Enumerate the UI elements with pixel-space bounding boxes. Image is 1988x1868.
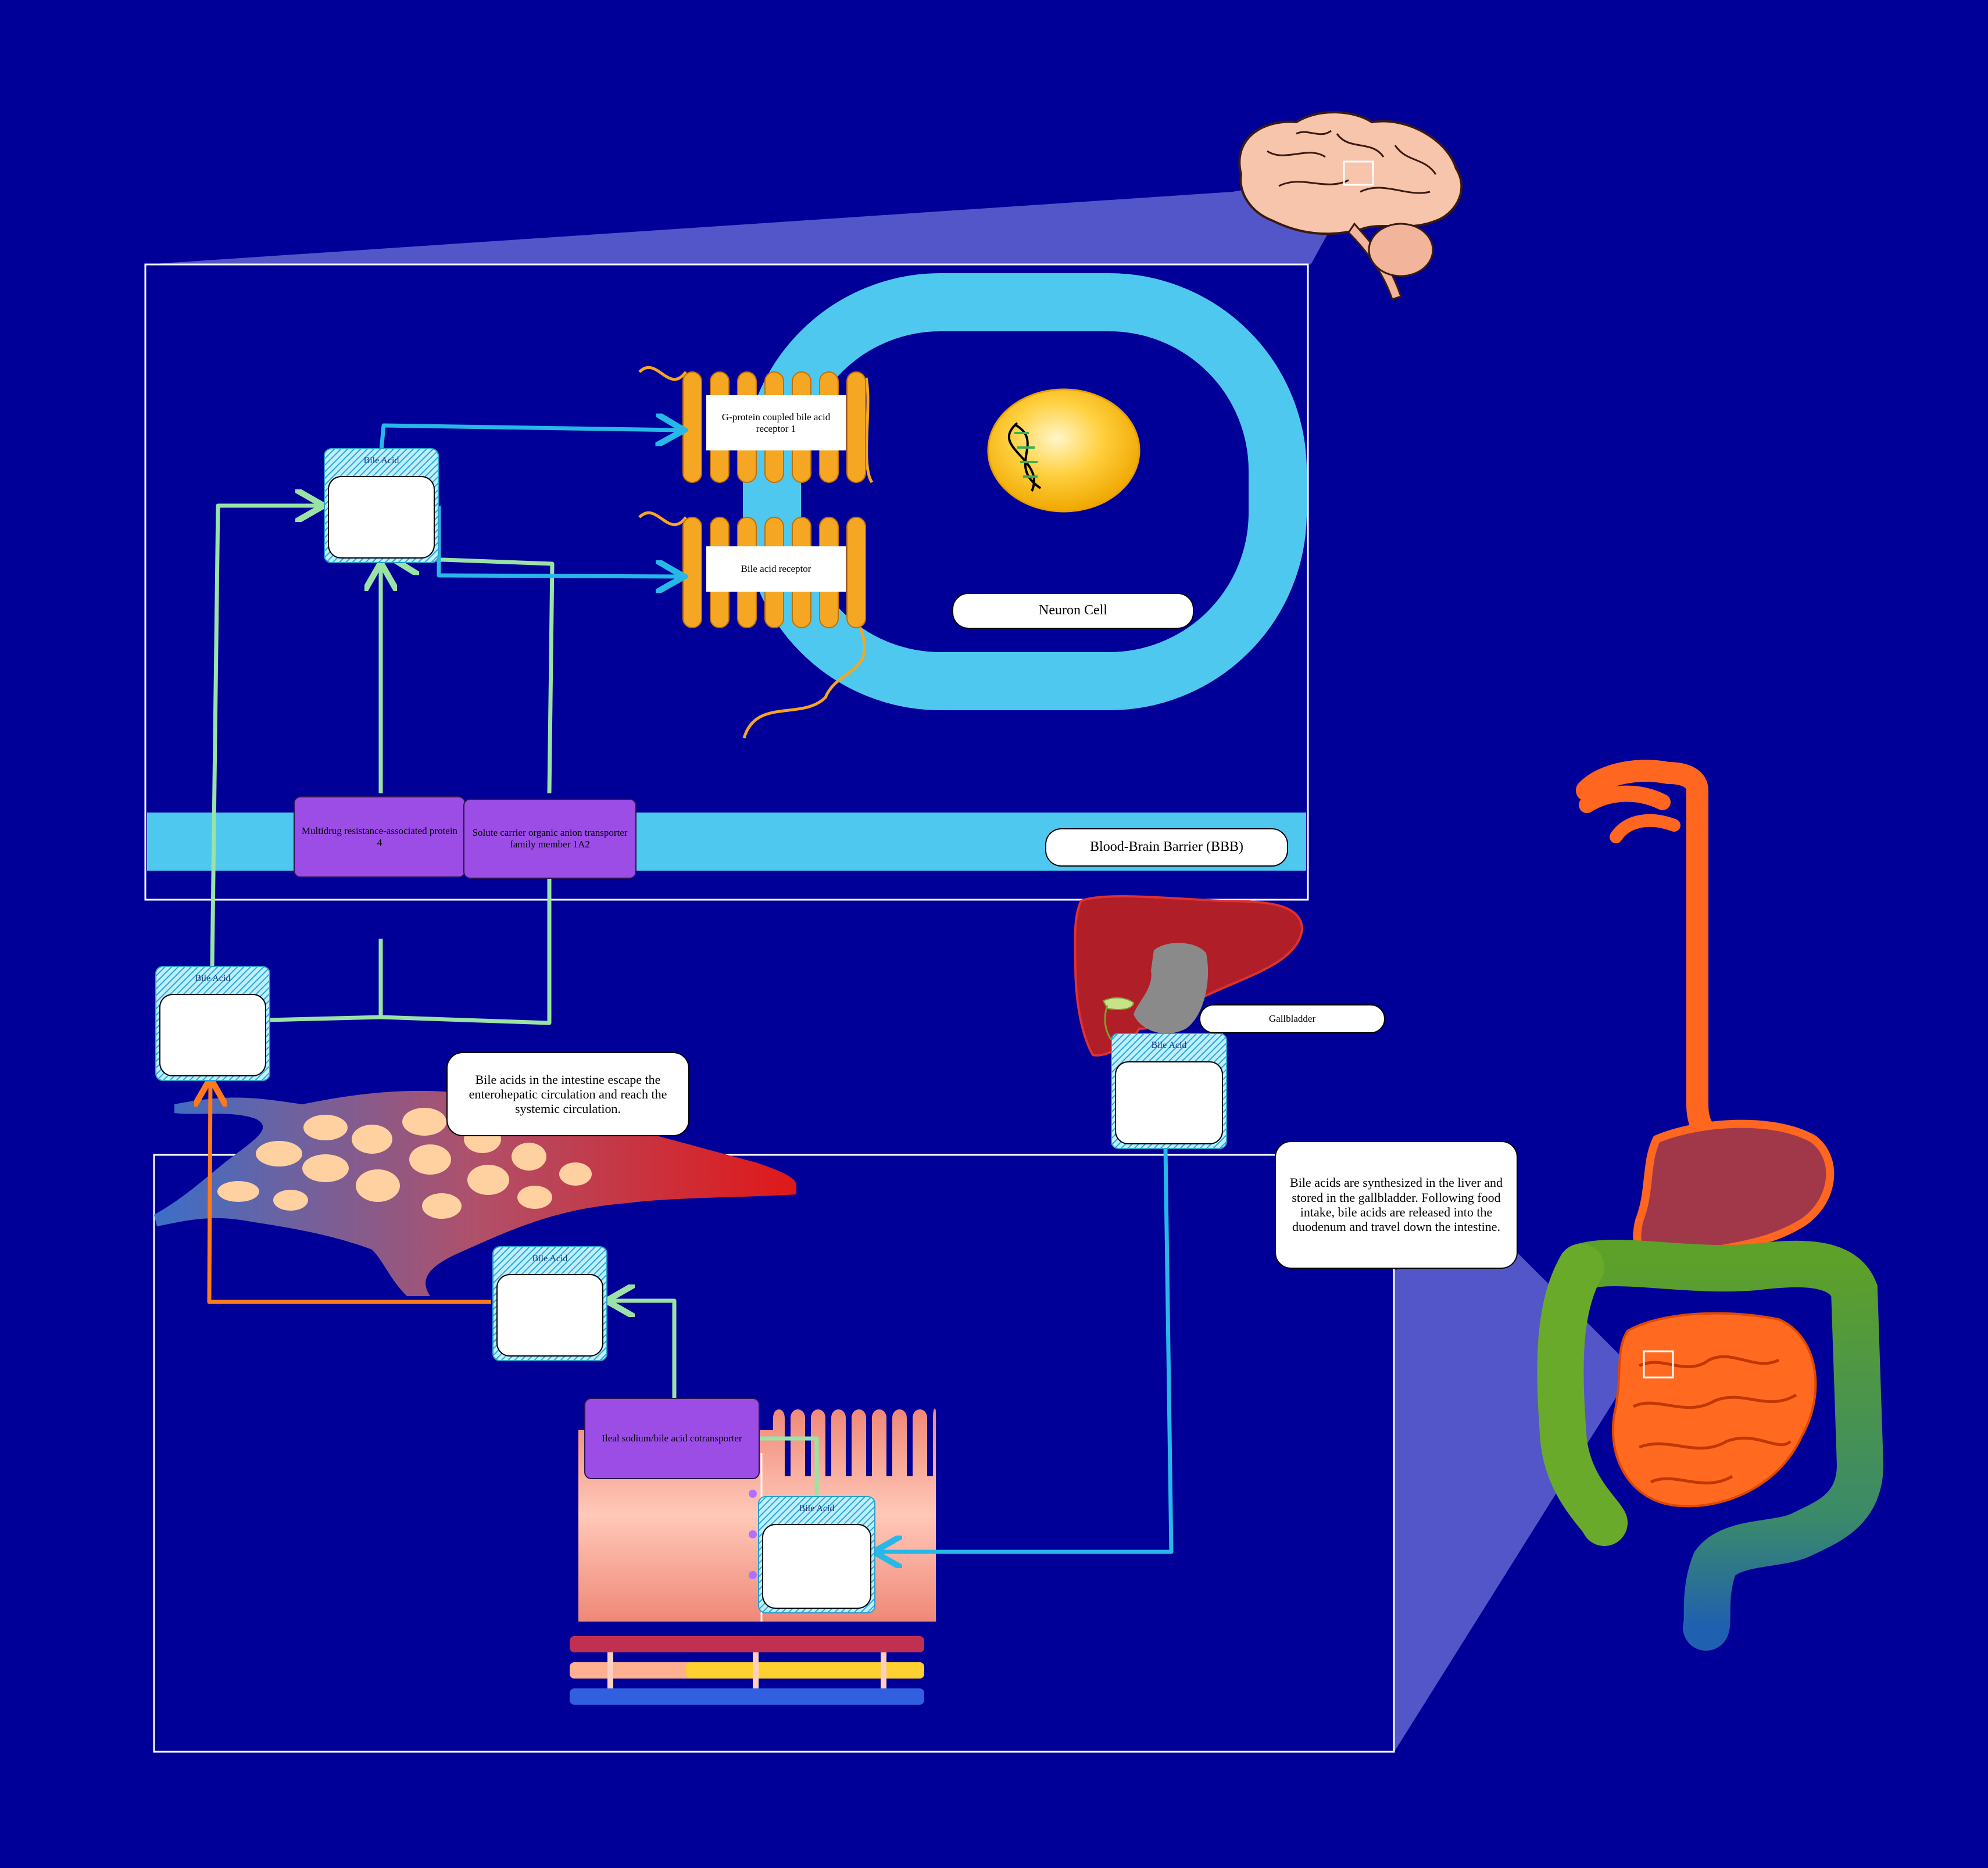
bile-acid-box-blood [155, 966, 270, 1081]
neuron-cell-label: Neuron Cell [952, 593, 1194, 629]
dna-icon [1007, 422, 1042, 492]
gallbladder-label: Gallbladder [1199, 1004, 1385, 1033]
asbt-transporter: Ileal sodium/bile acid cotransporter [584, 1398, 760, 1479]
bile-acid-box-lumen [758, 1496, 875, 1613]
brain-icon [1238, 111, 1463, 300]
gpbar1-label: G-protein coupled bile acid receptor 1 [706, 395, 846, 450]
bile-acid-label: Bile Acid [799, 1503, 835, 1513]
bile-acid-label: Bile Acid [363, 455, 399, 466]
bbb-label: Blood-Brain Barrier (BBB) [1045, 828, 1288, 867]
brain-zoom-wedge [145, 170, 1363, 264]
neuron-membrane [743, 273, 1307, 710]
gallbladder-icon [1102, 997, 1135, 1010]
bile-synthesis-note: Bile acids are synthesized in the liver … [1275, 1141, 1518, 1269]
blood-vessel-network-icon [154, 1090, 796, 1296]
digestive-tract-icon [1537, 760, 1884, 1651]
intestine-escape-note: Bile acids in the intestine escape the e… [446, 1052, 689, 1136]
bile-acid-box-brain [324, 448, 439, 563]
intestine-panel-frame [153, 1154, 1395, 1753]
bile-acid-label: Bile Acid [532, 1253, 568, 1264]
bile-acid-box-liver [1111, 1033, 1227, 1149]
submucosa-vessels [570, 1636, 924, 1705]
neuron-panel-frame [144, 263, 1309, 901]
arrow-orange-systemic [209, 1082, 491, 1304]
bile-acid-label: Bile Acid [1151, 1040, 1187, 1050]
liver-icon [1074, 895, 1304, 1057]
arrows-green [210, 506, 819, 1497]
bile-acid-label: Bile Acid [195, 973, 231, 983]
nucleus-icon [987, 388, 1140, 513]
oatp1a2-transporter: Solute carrier organic anion transporter… [463, 799, 637, 879]
fxr-label: Bile acid receptor [706, 546, 846, 592]
bile-acid-box-portal [492, 1246, 607, 1361]
mrp4-transporter: Multidrug resistance-associated protein … [294, 796, 466, 878]
